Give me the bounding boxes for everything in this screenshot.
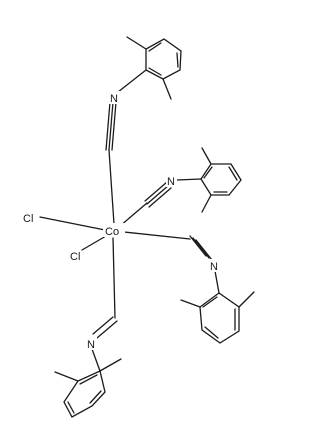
isocyanide-ligand-right	[180, 235, 255, 344]
triple-bond-line	[189, 235, 207, 257]
double-bond-line	[92, 316, 114, 335]
ring-double-bond	[148, 67, 162, 76]
triple-bond-line	[144, 181, 168, 202]
methyl-bond	[238, 291, 255, 308]
triple-bond-line	[108, 101, 114, 151]
metal-bonds	[39, 149, 191, 319]
n-aryl-bond	[176, 178, 202, 181]
ring-double-bond	[148, 42, 162, 52]
aryl-ring	[200, 163, 242, 196]
co-c-bottom-bond	[112, 237, 116, 319]
co-cl-upper-bond	[39, 216, 106, 231]
double-bond-line	[96, 320, 118, 339]
n-aryl-bond	[214, 270, 220, 294]
ring-double-bond	[228, 166, 238, 181]
nitrogen-label-top: N	[110, 93, 118, 105]
methyl-bond	[99, 358, 122, 372]
methyl-bond	[201, 194, 212, 213]
chlorine-label-upper: Cl	[23, 213, 33, 225]
methyl-bond	[201, 147, 212, 165]
ring-double-bond	[176, 52, 179, 68]
isocyanide-ligand-bottom	[54, 316, 122, 418]
co-cl-lower-bond	[81, 235, 107, 251]
methyl-bond	[180, 299, 201, 308]
triple-bond-line	[195, 239, 213, 261]
aryl-ring	[145, 38, 182, 80]
aryl-ring	[199, 292, 240, 344]
methyl-bond	[54, 371, 79, 382]
chlorine-label-lower: Cl	[70, 251, 80, 263]
ring-double-bond	[89, 390, 102, 404]
metal-label: Co	[105, 226, 119, 238]
n-aryl-bond	[117, 69, 147, 93]
triple-bond-line	[148, 187, 172, 208]
nitrogen-label-right: N	[210, 261, 218, 273]
co-c-right-bond	[123, 231, 191, 240]
ring-double-bond	[202, 296, 218, 308]
atom-labels: Co Cl Cl N N N N	[23, 91, 220, 351]
structure-diagram: Co Cl Cl N N N N	[23, 36, 255, 418]
ring-double-bond	[79, 374, 98, 385]
triple-bond-line	[146, 184, 170, 205]
triple-bond-line	[192, 237, 210, 259]
isocyanide-ligand-upper-right	[144, 147, 242, 213]
molecule-drawing: Co Cl Cl N N N N	[23, 36, 255, 418]
ring-double-bond	[204, 326, 219, 339]
triple-bond-line	[111, 101, 117, 151]
co-c-top-bond	[108, 149, 115, 225]
methyl-bond	[126, 36, 147, 50]
nitrogen-label-upper-right: N	[167, 176, 175, 188]
nitrogen-label-bottom: N	[87, 339, 95, 351]
isocyanide-ligand-top	[105, 36, 182, 151]
n-aryl-bond	[91, 348, 101, 372]
methyl-bond	[162, 78, 172, 100]
co-c-upper-right-bond	[119, 202, 148, 227]
ring-double-bond	[203, 166, 213, 179]
ring-double-bond	[67, 401, 75, 414]
triple-bond-line	[105, 101, 111, 151]
